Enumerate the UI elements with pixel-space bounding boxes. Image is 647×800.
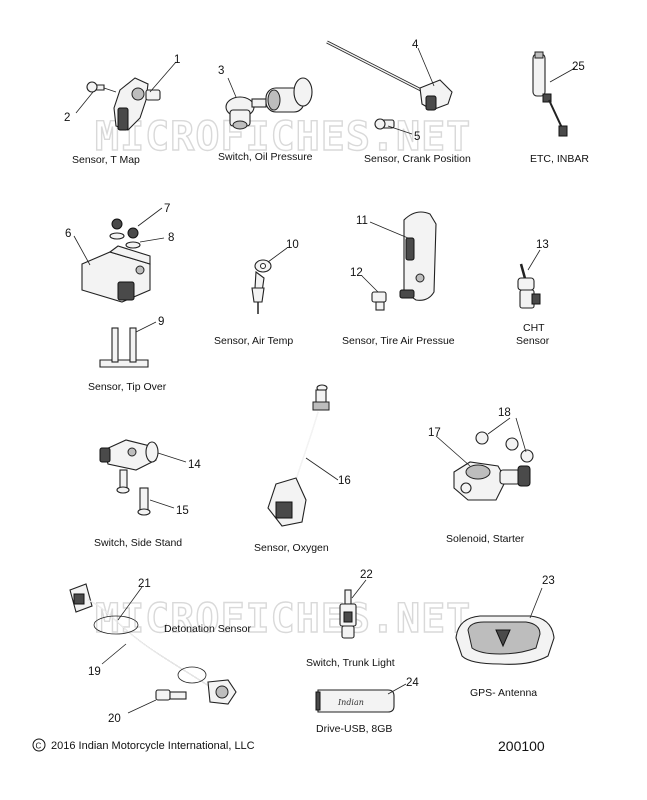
caption-switch-oil-pressure: Switch, Oil Pressure bbox=[218, 151, 313, 163]
crank-position-sensor-illustration bbox=[326, 40, 453, 130]
usb-drive-illustration: Indian bbox=[315, 689, 395, 713]
callout-16: 16 bbox=[338, 475, 351, 487]
caption-drive-usb: Drive-USB, 8GB bbox=[316, 723, 392, 735]
callout-8: 8 bbox=[168, 232, 174, 244]
copyright-text: 2016 Indian Motorcycle International, LL… bbox=[51, 740, 255, 752]
caption-cht-line2: Sensor bbox=[516, 335, 550, 347]
copyright-icon bbox=[32, 738, 46, 752]
caption-detonation-sensor: Detonation Sensor bbox=[164, 623, 251, 635]
copyright-icon-letter: C bbox=[36, 742, 42, 751]
callout-22: 22 bbox=[360, 569, 373, 581]
watermark-top: MICROFICHES.NET bbox=[95, 114, 471, 160]
trunk-light-switch-illustration bbox=[339, 589, 357, 639]
caption-sensor-t-map: Sensor, T Map bbox=[72, 154, 140, 166]
callout-19: 19 bbox=[88, 666, 101, 678]
cht-sensor-illustration bbox=[517, 263, 541, 309]
callout-10: 10 bbox=[286, 239, 299, 251]
callout-20: 20 bbox=[108, 713, 121, 725]
callout-1: 1 bbox=[174, 54, 180, 66]
callout-13: 13 bbox=[536, 239, 549, 251]
oil-pressure-switch-illustration bbox=[225, 77, 313, 130]
caption-cht-line1: CHT bbox=[523, 322, 545, 334]
caption-sensor-crank-position: Sensor, Crank Position bbox=[364, 153, 471, 165]
caption-sensor-tip-over: Sensor, Tip Over bbox=[88, 381, 167, 393]
callout-15: 15 bbox=[176, 505, 189, 517]
callout-20-21: 21 bbox=[138, 578, 151, 590]
callout-3: 3 bbox=[218, 65, 224, 77]
detonation-sensor-illustration bbox=[69, 583, 237, 705]
callout-18: 18 bbox=[498, 407, 511, 419]
callout-9: 9 bbox=[158, 316, 164, 328]
callout-25: 25 bbox=[572, 61, 585, 73]
caption-switch-side-stand: Switch, Side Stand bbox=[94, 537, 182, 549]
callout-2: 2 bbox=[64, 112, 70, 124]
t-map-sensor-illustration bbox=[86, 77, 161, 131]
caption-switch-trunk-light: Switch, Trunk Light bbox=[306, 657, 395, 669]
callout-4: 4 bbox=[412, 39, 419, 51]
callout-5: 5 bbox=[414, 131, 420, 143]
tip-over-sensor-illustration bbox=[81, 218, 151, 368]
caption-sensor-air-temp: Sensor, Air Temp bbox=[214, 335, 293, 347]
etc-inbar-illustration bbox=[532, 51, 568, 137]
document-number: 200100 bbox=[498, 738, 545, 754]
callout-7: 7 bbox=[164, 203, 170, 215]
gps-antenna-illustration bbox=[455, 615, 555, 665]
callout-11: 11 bbox=[356, 215, 368, 227]
callout-24: 24 bbox=[406, 677, 419, 689]
oxygen-sensor-illustration bbox=[267, 384, 330, 527]
side-stand-switch-illustration bbox=[99, 439, 159, 516]
callout-12: 12 bbox=[350, 267, 363, 279]
callout-23: 23 bbox=[542, 575, 555, 587]
caption-solenoid-starter: Solenoid, Starter bbox=[446, 533, 525, 545]
callout-14: 14 bbox=[188, 459, 201, 471]
usb-brand-logo: Indian bbox=[337, 698, 364, 707]
callout-17: 17 bbox=[428, 427, 441, 439]
starter-solenoid-illustration bbox=[453, 431, 534, 501]
caption-sensor-oxygen: Sensor, Oxygen bbox=[254, 542, 329, 554]
watermark-bottom: MICROFICHES.NET bbox=[95, 596, 471, 642]
tire-pressure-sensor-illustration bbox=[371, 211, 437, 311]
air-temp-sensor-illustration bbox=[251, 259, 272, 314]
callout-6: 6 bbox=[65, 228, 71, 240]
caption-sensor-tire-air-pressue: Sensor, Tire Air Pressue bbox=[342, 335, 455, 347]
caption-etc-inbar: ETC, INBAR bbox=[530, 153, 589, 165]
caption-gps-antenna: GPS- Antenna bbox=[470, 687, 537, 699]
